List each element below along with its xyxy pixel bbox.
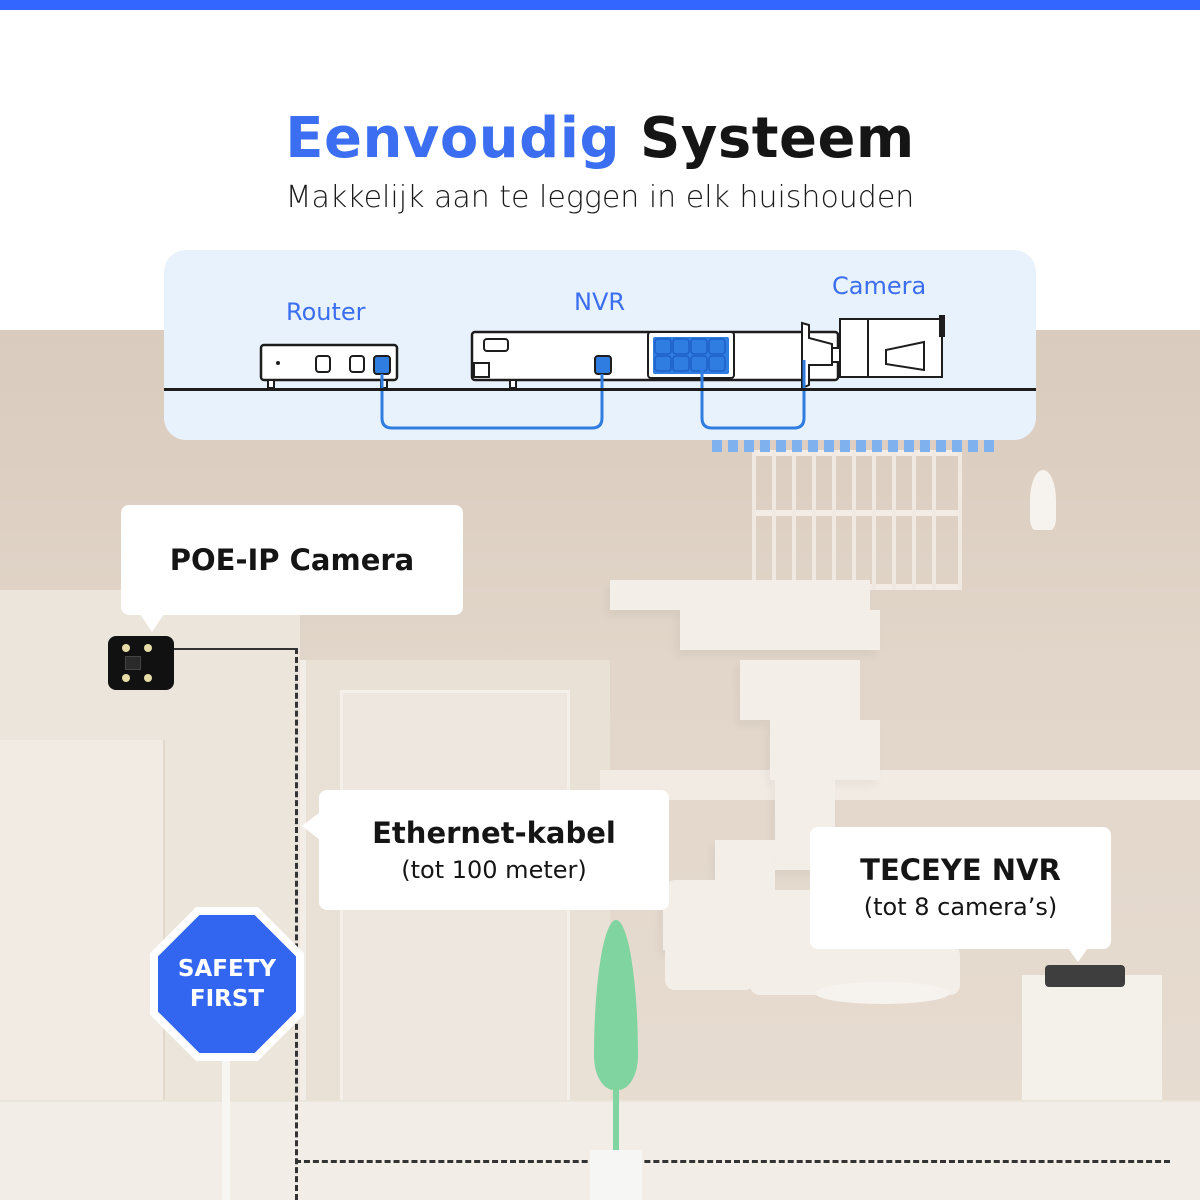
coffee-table: [815, 982, 950, 1004]
title-rest: Systeem: [640, 106, 915, 171]
safety-first-sign: SAFETY FIRST: [150, 907, 304, 1061]
callout-camera-pointer: [140, 614, 164, 632]
callout-nvr-pointer: [1068, 948, 1088, 962]
diagram-baseline: [164, 388, 1036, 391]
callout-camera: POE-IP Camera: [121, 505, 463, 615]
sign-line-2: FIRST: [189, 986, 265, 1012]
stair-step: [610, 580, 870, 610]
nvr-icon: [470, 330, 840, 389]
stair-step: [680, 610, 880, 650]
callout-cable-subtitle: (tot 100 meter): [401, 856, 587, 884]
upper-floor-ledge: [600, 770, 1200, 800]
page-subtitle: Makkelijk aan te leggen in elk huishoude…: [285, 180, 915, 215]
plant-stem: [613, 1070, 619, 1160]
router-label: Router: [286, 298, 366, 326]
cable-route-vertical: [295, 648, 298, 1200]
crib: [752, 450, 962, 590]
callout-cable: Ethernet-kabel (tot 100 meter): [319, 790, 669, 910]
callout-cable-title: Ethernet-kabel: [372, 816, 616, 850]
sign-post: [222, 990, 230, 1200]
crib-highlight: [712, 440, 994, 452]
callout-nvr-title: TECEYE NVR: [860, 853, 1061, 887]
vase: [1030, 470, 1056, 530]
nvr-device-photo: [1045, 965, 1125, 987]
page-title: Eenvoudig Systeem: [0, 106, 1200, 171]
sign-line-1: SAFETY: [177, 956, 277, 982]
stair-step: [740, 660, 860, 720]
router-icon: [259, 343, 399, 389]
camera-lens-icon: [125, 656, 141, 670]
title-accent: Eenvoudig: [285, 106, 621, 171]
stair-step: [770, 720, 880, 780]
room-scene-illustration: [0, 330, 1200, 1200]
plant-pot: [590, 1150, 642, 1200]
network-diagram-drawing: [259, 315, 945, 430]
cable-route-horizontal: [295, 1160, 1170, 1163]
callout-camera-title: POE-IP Camera: [169, 543, 415, 577]
camera-label: Camera: [832, 272, 927, 300]
sofa-arm: [665, 880, 755, 990]
top-accent-bar: [0, 0, 1200, 10]
callout-cable-pointer: [302, 812, 320, 840]
nvr-label: NVR: [574, 288, 626, 316]
bullet-camera-icon: [801, 315, 945, 390]
callout-nvr: TECEYE NVR (tot 8 camera’s): [810, 827, 1111, 949]
network-diagram: Router NVR Camera: [164, 250, 1036, 440]
callout-nvr-subtitle: (tot 8 camera’s): [863, 893, 1058, 921]
poe-ip-camera-device: [108, 636, 174, 690]
camera-cable: [172, 648, 297, 650]
